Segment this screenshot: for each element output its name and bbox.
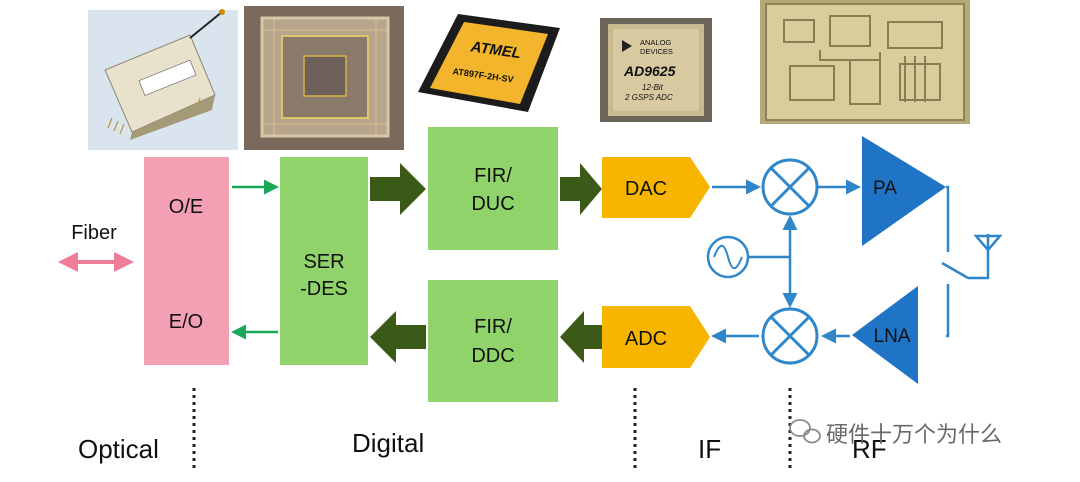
serdes-to-duc-thick-arrow	[370, 163, 426, 215]
adi-desc-line2: 2 GSPS ADC	[624, 93, 673, 102]
lna-amplifier	[852, 286, 918, 384]
optical-transceiver-photo	[88, 9, 238, 150]
serdes-label-line1: SER	[303, 251, 344, 273]
lna-label: LNA	[874, 326, 911, 347]
domain-label-if: IF	[698, 434, 721, 464]
dac-label: DAC	[625, 178, 667, 200]
domain-label-optical: Optical	[78, 434, 159, 464]
fir-ddc-label-line2: DDC	[471, 345, 514, 367]
eo-label: E/O	[169, 311, 203, 333]
fir-ddc-label-line1: FIR/	[474, 316, 512, 338]
rx-mixer-icon	[761, 307, 819, 365]
adi-part-text: AD9625	[623, 63, 676, 79]
fiber-label: Fiber	[71, 222, 117, 244]
ddc-to-serdes-thick-arrow	[370, 311, 426, 363]
tx-mixer-icon	[761, 158, 819, 216]
local-oscillator-icon	[706, 235, 750, 279]
mmic-die-photo	[760, 0, 970, 124]
wechat-watermark: 硬件十万个为什么	[789, 419, 1002, 448]
adc-block	[602, 306, 710, 368]
serdes-label-line2: -DES	[300, 278, 348, 300]
adc-to-ddc-thick-arrow	[560, 311, 602, 363]
adi-chip-photo: ANALOG DEVICES AD9625 12-Bit 2 GSPS ADC	[600, 18, 712, 122]
dac-block	[602, 157, 710, 218]
adc-label: ADC	[625, 328, 667, 350]
pa-label: PA	[873, 178, 897, 199]
adi-brand-line2: DEVICES	[640, 47, 673, 56]
adi-brand-line1: ANALOG	[640, 38, 671, 47]
antenna-icon	[973, 234, 1003, 252]
adi-logo-icon	[622, 40, 632, 52]
fir-duc-label-line1: FIR/	[474, 165, 512, 187]
oe-eo-block	[144, 157, 229, 365]
serdes-block	[280, 157, 368, 365]
fir-duc-block	[428, 127, 558, 250]
duc-to-dac-thick-arrow	[560, 163, 602, 215]
adi-desc-line1: 12-Bit	[642, 83, 664, 92]
watermark-text: 硬件十万个为什么	[826, 423, 1002, 448]
pa-amplifier	[862, 136, 946, 246]
fir-duc-label-line2: DUC	[471, 193, 514, 215]
domain-label-rf: RF	[852, 434, 887, 464]
oe-label: O/E	[169, 196, 203, 218]
ceramic-package-photo	[244, 6, 404, 150]
domain-label-digital: Digital	[352, 428, 424, 458]
tx-rx-switch-wiring	[941, 185, 990, 338]
fir-ddc-block	[428, 280, 558, 402]
atmel-chip-photo: ATMEL AT897F-2H-SV	[418, 14, 560, 112]
wechat-icon	[789, 419, 821, 444]
